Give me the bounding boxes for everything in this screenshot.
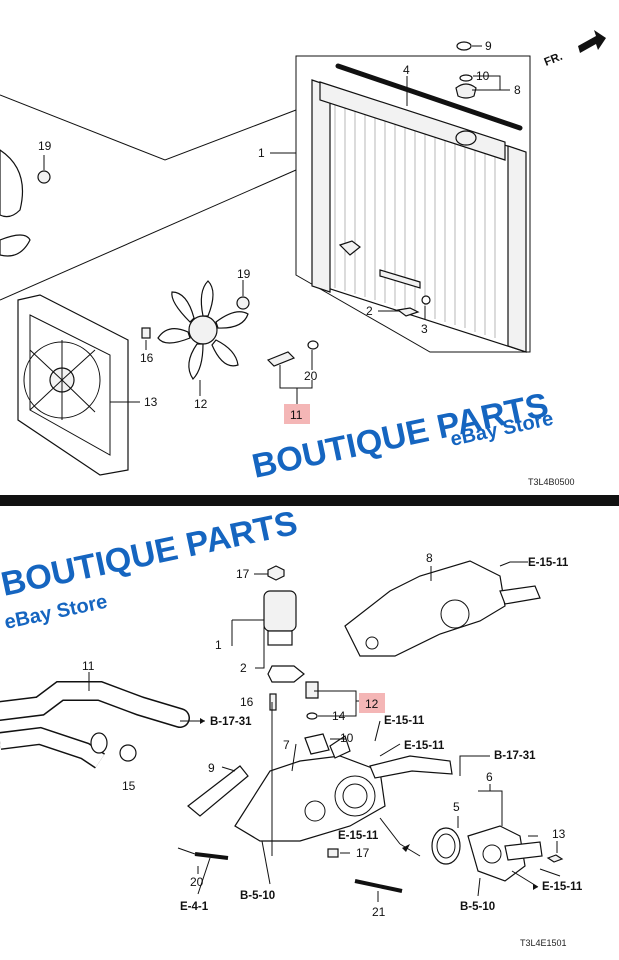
callout-4: 4	[403, 63, 410, 77]
callout-1: 1	[215, 638, 222, 652]
ref-e15-11-lower: E-15-11	[338, 830, 379, 842]
water-passage-housing	[344, 560, 541, 657]
assembly-outline	[295, 55, 531, 353]
highlight-box-12	[359, 693, 385, 713]
bolt-20	[194, 852, 229, 860]
seal-strip	[335, 63, 523, 131]
o-ring-20	[307, 340, 319, 350]
callout-17-bottom: 17	[356, 846, 370, 860]
ref-e15-11-housing: E-15-11	[528, 557, 569, 569]
nut-19-left	[37, 170, 51, 184]
o-ring-14	[306, 712, 318, 720]
stud-16	[269, 693, 277, 711]
highlight-box-11	[284, 404, 310, 424]
thermostat-seal	[431, 827, 461, 865]
callout-20: 20	[190, 875, 204, 889]
fan-blade-partial	[0, 149, 31, 257]
leader-outline-left	[0, 94, 297, 161]
callout-1: 1	[258, 146, 265, 160]
fan-shroud	[17, 294, 129, 476]
water-hose	[0, 681, 190, 769]
thermostat-cover	[467, 825, 543, 882]
cooling-fan	[157, 280, 249, 380]
callout-5: 5	[453, 800, 460, 814]
ref-b5-10-left: B-5-10	[240, 890, 275, 902]
bolt-16	[141, 327, 151, 339]
callout-10: 10	[476, 69, 490, 83]
nut-19-right	[236, 296, 250, 310]
diagram-code: T3L4E1501	[520, 938, 567, 948]
ref-e15-11-upper: E-15-11	[384, 715, 425, 727]
callout-14: 14	[332, 709, 346, 723]
leader-outline-left-lower	[0, 169, 297, 301]
callout-6: 6	[486, 770, 493, 784]
hose-clamp	[90, 732, 108, 754]
callout-16: 16	[240, 695, 254, 709]
ref-e4-1: E-4-1	[180, 901, 209, 913]
drain-plug	[396, 307, 420, 317]
thermostat-diagram: 8 17 1 2 11 16 14 12 10 7 9 15 6 5 13 17…	[0, 506, 583, 948]
washer-3	[421, 295, 431, 305]
callout-13: 13	[144, 395, 158, 409]
panel-divider	[0, 495, 619, 506]
callout-12: 12	[194, 397, 208, 411]
ref-e15-11-middle: E-15-11	[404, 740, 445, 752]
callout-17-top: 17	[236, 567, 250, 581]
callout-13: 13	[552, 827, 566, 841]
nut-17-bottom	[327, 848, 339, 858]
thermostat-diagram-panel: 8 17 1 2 11 16 14 12 10 7 9 15 6 5 13 17…	[0, 506, 619, 960]
front-direction-arrow: FR.	[543, 30, 606, 69]
front-direction-label: FR.	[543, 51, 565, 69]
coolant-temp-sensor	[305, 681, 319, 699]
callout-11: 11	[82, 659, 95, 673]
callout-3: 3	[421, 322, 428, 336]
ref-b17-31-outlet: B-17-31	[494, 750, 536, 762]
callout-8: 8	[514, 83, 521, 97]
callout-16: 16	[140, 351, 154, 365]
radiator-diagram: 9 4 10 8 1 19 19 16 12 13 2 3 20 11 FR. …	[0, 30, 606, 487]
gasket-10	[304, 733, 330, 755]
egr-gasket	[267, 665, 305, 683]
callout-10: 10	[340, 731, 354, 745]
callout-19-left: 19	[38, 139, 52, 153]
callout-2: 2	[366, 304, 373, 318]
callout-9: 9	[208, 761, 215, 775]
gasket-9	[187, 765, 249, 817]
callout-7: 7	[283, 738, 290, 752]
callout-15: 15	[122, 779, 136, 793]
temperature-sensor	[266, 351, 296, 367]
bolt-21	[354, 879, 403, 893]
callout-21: 21	[372, 905, 386, 919]
bolt-13	[546, 854, 564, 863]
callout-20: 20	[304, 369, 318, 383]
diagram-code: T3L4B0500	[528, 477, 575, 487]
radiator	[311, 79, 527, 353]
egr-valve	[263, 590, 297, 646]
callout-12: 12	[365, 697, 379, 711]
callout-11: 11	[290, 408, 303, 422]
o-ring-9	[456, 41, 472, 51]
o-ring-15	[119, 744, 137, 762]
callout-8: 8	[426, 551, 433, 565]
ref-b17-31-hose: B-17-31	[210, 716, 252, 728]
callout-2: 2	[240, 661, 247, 675]
ref-b5-10-right: B-5-10	[460, 901, 495, 913]
radiator-cap	[455, 83, 477, 99]
callout-19-right: 19	[237, 267, 251, 281]
o-ring-10	[459, 74, 473, 82]
ref-e15-11-cover: E-15-11	[542, 881, 583, 893]
callout-9: 9	[485, 39, 492, 53]
nut-17-top	[267, 565, 285, 581]
radiator-diagram-panel: 9 4 10 8 1 19 19 16 12 13 2 3 20 11 FR. …	[0, 30, 606, 487]
watermark-title: BOUTIQUE PARTS	[0, 506, 301, 604]
